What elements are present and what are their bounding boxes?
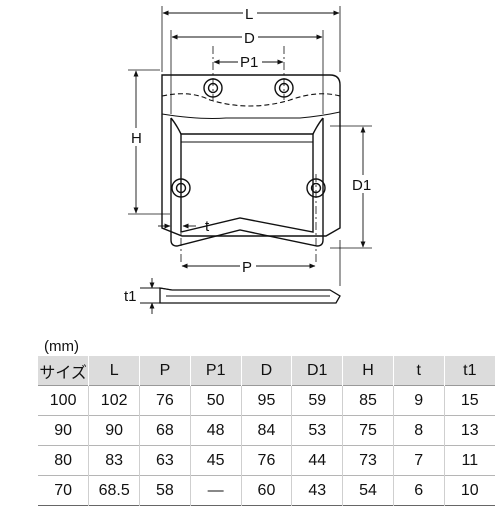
header-D: D: [240, 356, 292, 386]
table-cell: 80: [54, 451, 73, 469]
header-L: L: [88, 356, 140, 386]
table-cell: 53: [291, 415, 343, 446]
table-cell: 85: [342, 385, 394, 416]
table-cell: 59: [291, 385, 343, 416]
header-H: H: [342, 356, 394, 386]
label-H: H: [131, 130, 142, 147]
table-row: 100 102 76 50 95 59 85 9 15: [38, 385, 495, 416]
table-cell: 54: [342, 475, 394, 506]
label-P: P: [242, 259, 252, 276]
table-row: 90 90 68 48 84 53 75 8 13: [38, 415, 495, 446]
table-cell: 90: [88, 415, 140, 446]
table-cell: 8: [392, 415, 445, 446]
header-size: サイズ: [38, 356, 89, 386]
table-cell: 76: [240, 445, 292, 476]
table-cell: 48: [189, 415, 242, 446]
label-t: t: [205, 218, 210, 235]
table-cell: 95: [240, 385, 292, 416]
table-cell: 100: [49, 391, 77, 409]
table-cell: 15: [443, 385, 495, 416]
table-cell: 58: [139, 475, 191, 506]
table-cell: 76: [139, 385, 191, 416]
table-cell: 11: [443, 445, 495, 476]
header-P1: P1: [189, 356, 242, 386]
table-header-row: サイズ L P P1 D D1 H t t1: [38, 356, 495, 386]
label-D1: D1: [352, 177, 371, 194]
table-cell: 6: [392, 475, 445, 506]
table-cell: 43: [291, 475, 343, 506]
header-t1: t1: [443, 356, 495, 386]
table-cell: 70: [54, 481, 73, 499]
table-cell: 75: [342, 415, 394, 446]
table-row: 70 68.5 58 — 60 43 54 6 10: [38, 475, 495, 506]
table-cell: 102: [88, 385, 140, 416]
table-cell: —: [189, 475, 242, 506]
table-cell: 45: [189, 445, 242, 476]
label-P1: P1: [240, 54, 258, 71]
table-cell: 68: [139, 415, 191, 446]
table-cell: 60: [240, 475, 292, 506]
bend-line: [161, 93, 341, 107]
table-cell: 84: [240, 415, 292, 446]
table-cell: 44: [291, 445, 343, 476]
table-cell: 83: [88, 445, 140, 476]
label-t1: t1: [124, 288, 137, 305]
table-row: 80 83 63 45 76 44 73 7 11: [38, 445, 495, 476]
handle-outer: [170, 118, 324, 247]
label-D: D: [244, 30, 255, 47]
header-D1: D1: [291, 356, 343, 386]
unit-label: (mm): [44, 338, 79, 355]
table-cell: 13: [443, 415, 495, 446]
table-cell: 9: [392, 385, 445, 416]
table-cell: 63: [139, 445, 191, 476]
spec-table: サイズ L P P1 D D1 H t t1 100 102 76 50 95 …: [38, 356, 495, 506]
table-cell: 7: [392, 445, 445, 476]
table-cell: 73: [342, 445, 394, 476]
table-cell: 50: [189, 385, 242, 416]
handle-inner: [180, 133, 314, 233]
header-P: P: [139, 356, 191, 386]
table-cell: 68.5: [88, 475, 140, 506]
table-cell: 10: [443, 475, 495, 506]
table-cell: 90: [54, 421, 73, 439]
handle-drawing: L D P1 H D1 t P t1: [124, 6, 372, 314]
label-L: L: [245, 6, 253, 23]
base-plate: [161, 74, 341, 237]
header-t: t: [392, 356, 445, 386]
